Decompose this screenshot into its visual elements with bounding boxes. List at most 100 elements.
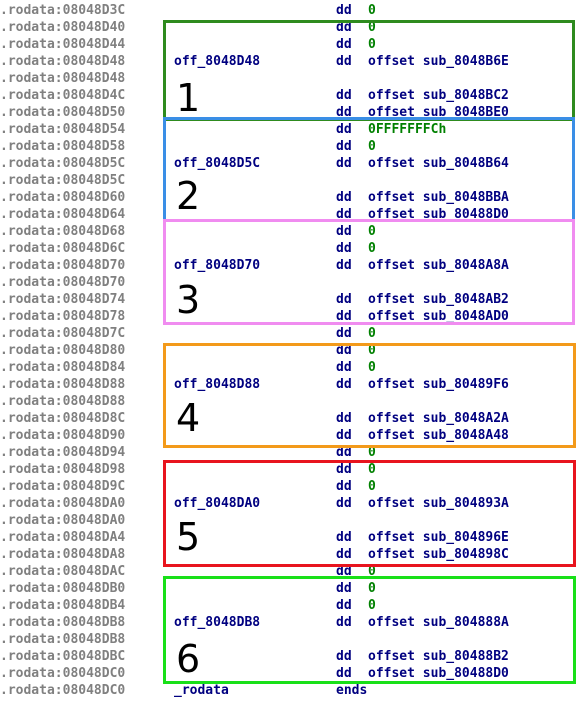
mnemonic-text: ends — [336, 683, 368, 698]
mnemonic-text: dd — [336, 581, 352, 596]
address-text: .rodata:08048DBC — [0, 649, 126, 664]
listing-line[interactable]: .rodata:08048D88 — [0, 393, 576, 410]
operand-text: 0 — [368, 462, 376, 477]
label-text: off_8048DB8 — [174, 615, 261, 630]
mnemonic-text: dd — [336, 139, 352, 154]
address-text: .rodata:08048D54 — [0, 122, 126, 137]
address-text: .rodata:08048DC0 — [0, 683, 126, 698]
operand-text: offset sub_804896E — [368, 530, 509, 545]
highlight-box-2: 2 — [163, 117, 575, 222]
listing-line[interactable]: .rodata:08048D5C — [0, 172, 576, 189]
box-number-label: 2 — [176, 174, 201, 218]
operand-text: offset sub_804893A — [368, 496, 509, 511]
box-number-label: 6 — [176, 637, 201, 681]
mnemonic-text: dd — [336, 190, 352, 205]
mnemonic-text: dd — [336, 411, 352, 426]
label-text: _rodata — [174, 683, 229, 698]
highlight-box-5: 5 — [163, 460, 576, 567]
label-text: off_8048DA0 — [174, 496, 261, 511]
listing-line[interactable]: .rodata:08048DBC dd offset sub_80488B2 — [0, 648, 576, 665]
mnemonic-text: dd — [336, 37, 352, 52]
mnemonic-text: dd — [336, 292, 352, 307]
address-text: .rodata:08048DA0 — [0, 513, 126, 528]
operand-text: offset sub_8048A8A — [368, 258, 509, 273]
listing-line[interactable]: .rodata:08048DB8 — [0, 631, 576, 648]
address-text: .rodata:08048D58 — [0, 139, 126, 154]
address-text: .rodata:08048D78 — [0, 309, 126, 324]
address-text: .rodata:08048D44 — [0, 37, 126, 52]
listing-line[interactable]: .rodata:08048D44 dd 0 — [0, 36, 576, 53]
operand-text: 0 — [368, 37, 376, 52]
mnemonic-text: dd — [336, 343, 352, 358]
address-text: .rodata:08048D68 — [0, 224, 126, 239]
listing-line[interactable]: .rodata:08048DC0 _rodata ends — [0, 682, 576, 699]
operand-text: 0 — [368, 360, 376, 375]
mnemonic-text: dd — [336, 360, 352, 375]
highlight-box-4: 4 — [163, 343, 576, 448]
mnemonic-text: dd — [336, 445, 352, 460]
box-number-label: 4 — [176, 396, 201, 440]
listing-line[interactable]: .rodata:08048DA0 — [0, 512, 576, 529]
address-text: .rodata:08048DB8 — [0, 615, 126, 630]
operand-text: offset sub_80488D0 — [368, 207, 509, 222]
address-text: .rodata:08048D70 — [0, 275, 126, 290]
address-text: .rodata:08048DB0 — [0, 581, 126, 596]
mnemonic-text: dd — [336, 649, 352, 664]
address-text: .rodata:08048DA8 — [0, 547, 126, 562]
address-text: .rodata:08048D90 — [0, 428, 126, 443]
listing-line[interactable]: .rodata:08048D70 — [0, 274, 576, 291]
label-text: off_8048D88 — [174, 377, 261, 392]
operand-text: offset sub_80488B2 — [368, 649, 509, 664]
operand-text: 0 — [368, 241, 376, 256]
address-text: .rodata:08048D98 — [0, 462, 126, 477]
address-text: .rodata:08048D80 — [0, 343, 126, 358]
operand-text: 0 — [368, 598, 376, 613]
label-text: off_8048D48 — [174, 54, 261, 69]
box-number-label: 5 — [176, 515, 201, 559]
mnemonic-text: dd — [336, 377, 352, 392]
operand-text: offset sub_80489F6 — [368, 377, 509, 392]
label-text: off_8048D5C — [174, 156, 261, 171]
operand-text: 0 — [368, 445, 376, 460]
operand-text: offset sub_8048AB2 — [368, 292, 509, 307]
operand-text: offset sub_804888A — [368, 615, 509, 630]
operand-text: 0 — [368, 326, 376, 341]
mnemonic-text: dd — [336, 88, 352, 103]
listing-line[interactable]: .rodata:08048D48 — [0, 70, 576, 87]
address-text: .rodata:08048D5C — [0, 156, 126, 171]
address-text: .rodata:08048DB8 — [0, 632, 126, 647]
